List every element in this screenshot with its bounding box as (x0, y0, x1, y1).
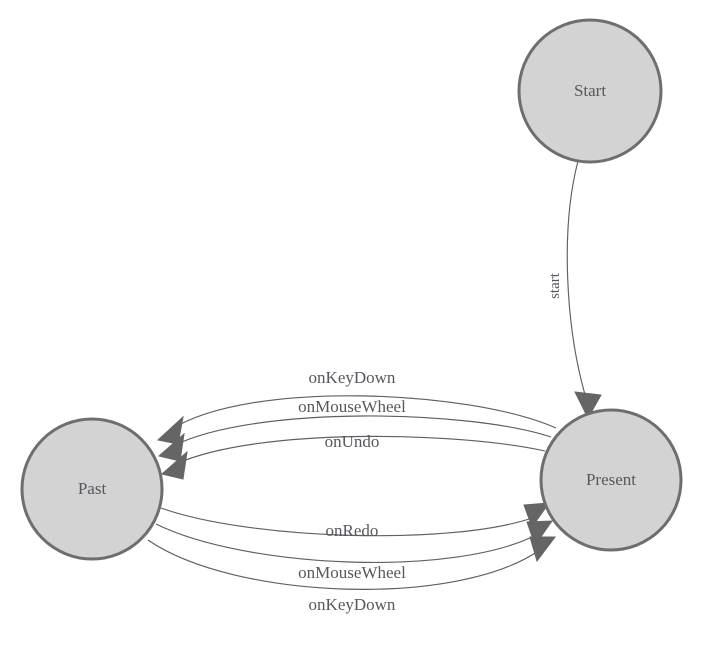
node-start-label: Start (574, 81, 606, 100)
arrow-head-into-present-3 (529, 536, 556, 563)
edge-path-past-present-3 (147, 539, 542, 590)
edge-start-to-present[interactable]: start (547, 160, 602, 420)
edge-label-present-past-2: onMouseWheel (298, 397, 406, 416)
edge-path-present-past-3 (175, 435, 546, 465)
edge-path-start-present (566, 160, 587, 399)
node-present-circle (539, 408, 683, 552)
edge-path-past-present-2 (155, 523, 539, 563)
edge-label-start: start (547, 272, 563, 299)
node-past-circle (20, 417, 164, 561)
node-start-circle (517, 18, 663, 164)
arrow-head-into-past-3 (160, 450, 188, 480)
node-past-label: Past (78, 479, 107, 498)
arrow-head-into-past-1 (156, 415, 184, 445)
node-present[interactable]: Present (539, 408, 683, 552)
edge-present-to-past-onundo[interactable]: onUndo (160, 432, 546, 480)
edge-label-present-past-3: onUndo (325, 432, 380, 451)
arrow-head-into-past-2 (157, 432, 185, 462)
arrow-head-into-present-top (574, 391, 602, 420)
edge-present-to-past-onkeydown[interactable]: onKeyDown (156, 368, 557, 445)
edge-label-past-present-3: onKeyDown (309, 595, 396, 614)
node-past[interactable]: Past (20, 417, 164, 561)
edge-past-to-present-onredo[interactable]: onRedo (160, 502, 551, 540)
arrow-head-into-present-1 (523, 502, 551, 529)
edge-label-present-past-1: onKeyDown (309, 368, 396, 387)
edge-present-to-past-onmousewheel[interactable]: onMouseWheel (157, 397, 552, 462)
edge-past-to-present-onkeydown[interactable]: onKeyDown (147, 536, 556, 614)
node-present-label: Present (586, 470, 636, 489)
edge-path-present-past-1 (171, 395, 557, 430)
edge-label-past-present-2: onMouseWheel (298, 563, 406, 582)
node-start[interactable]: Start (517, 18, 663, 164)
edge-past-to-present-onmousewheel[interactable]: onMouseWheel (155, 520, 553, 582)
edge-path-past-present-1 (160, 507, 536, 537)
edge-path-present-past-2 (172, 415, 552, 447)
edge-label-past-present-1: onRedo (326, 521, 379, 540)
